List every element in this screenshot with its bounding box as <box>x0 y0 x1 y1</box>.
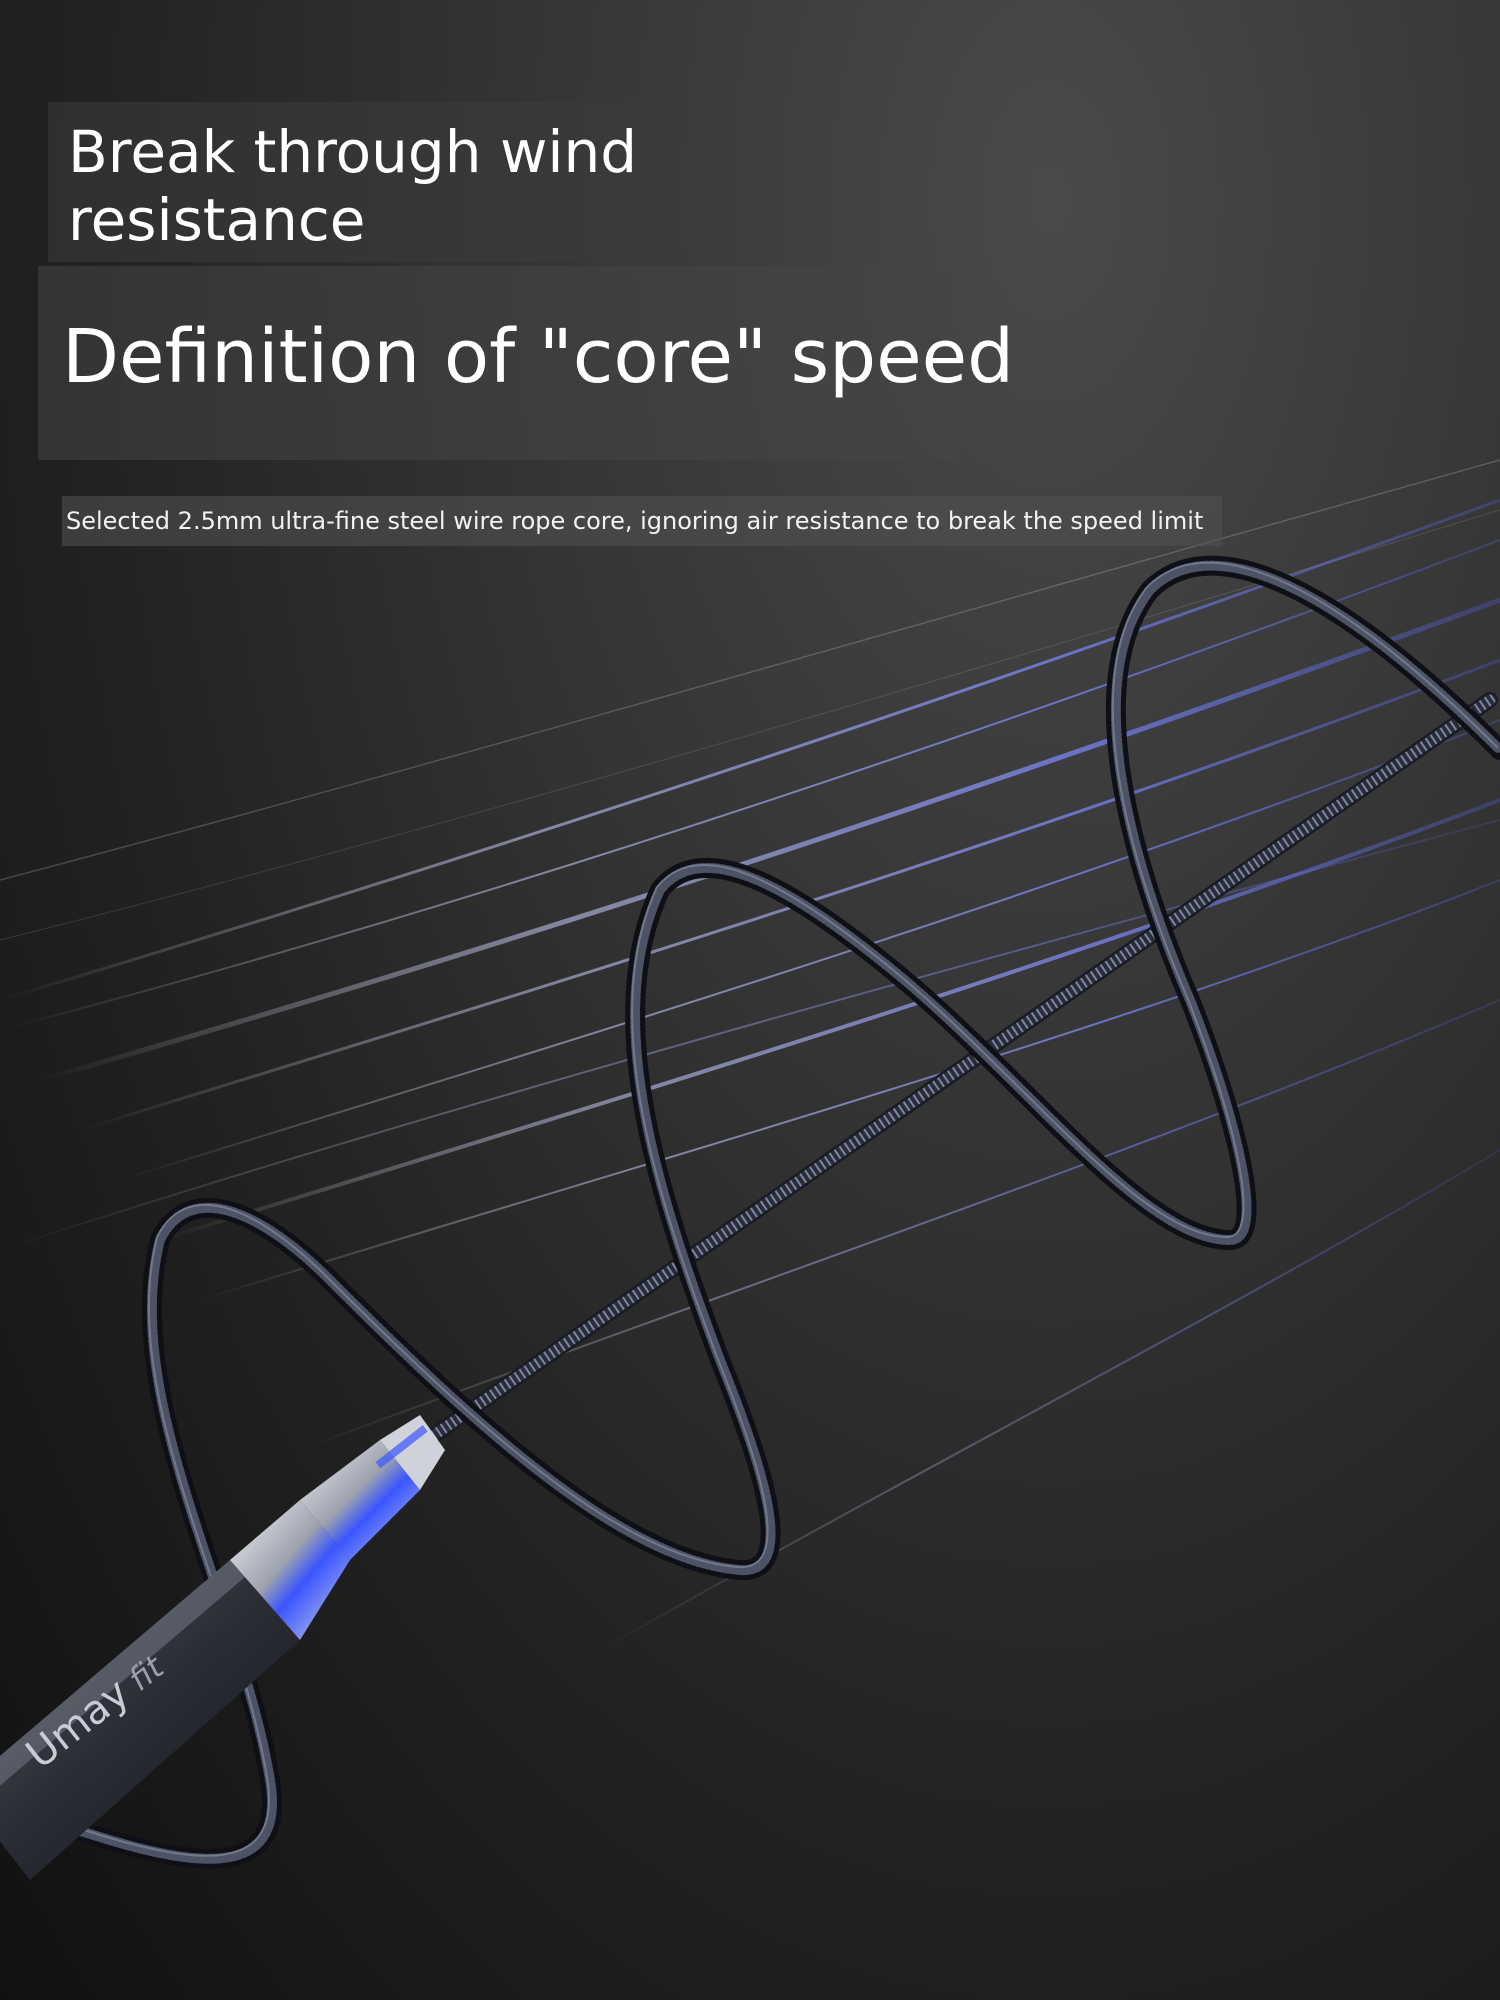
headline-panel <box>48 102 668 262</box>
page-title: Definition of "core" speed <box>62 314 1015 400</box>
caption-panel <box>62 496 1222 546</box>
headline: Break through wind resistance <box>68 118 638 254</box>
rope-sheath-loops <box>10 555 1500 1869</box>
feature-caption: Selected 2.5mm ultra-fine steel wire rop… <box>66 507 1204 535</box>
steel-wire-rope-icon <box>412 692 1498 1453</box>
jump-rope-handle-icon: Umayfit <box>0 1415 445 1880</box>
title-panel <box>38 266 958 460</box>
